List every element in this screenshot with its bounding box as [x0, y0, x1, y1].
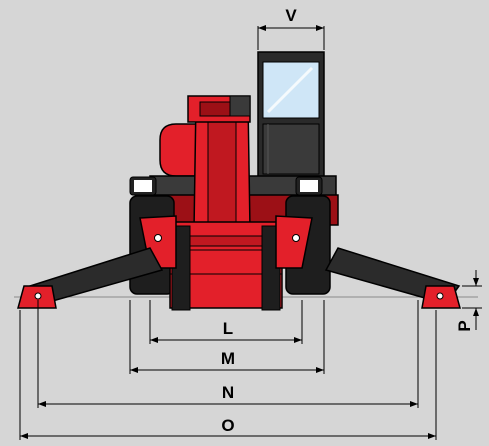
- dimension-n: N: [37, 300, 419, 408]
- dimension-n-label: N: [222, 383, 234, 402]
- dimension-o-label: O: [221, 416, 234, 435]
- dimension-v-label: V: [285, 6, 297, 25]
- dimension-l: L: [149, 300, 303, 344]
- left-outrigger-foot: [17, 285, 57, 309]
- dimension-m-label: M: [221, 349, 235, 368]
- dimension-m: M: [129, 300, 325, 374]
- dimension-o: O: [19, 310, 437, 440]
- dimension-p: P: [455, 270, 482, 332]
- right-headlight: [295, 176, 323, 196]
- left-headlight: [129, 176, 157, 196]
- operator-cab: [257, 51, 325, 181]
- dimension-l-label: L: [223, 319, 233, 338]
- telescopic-boom: [187, 95, 251, 231]
- right-outrigger-mount: [275, 215, 313, 269]
- dimension-v: V: [257, 6, 325, 50]
- right-outrigger-foot: [421, 285, 461, 309]
- dimension-p-label: P: [455, 320, 474, 331]
